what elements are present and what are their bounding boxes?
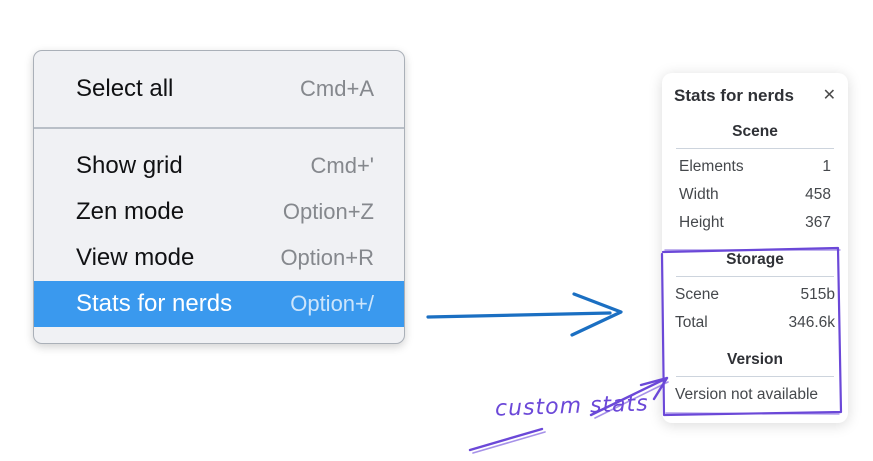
stat-label: Width [679, 186, 719, 203]
version-section-header: Version [727, 351, 783, 368]
stat-label: Height [679, 214, 724, 231]
stat-label: Total [675, 314, 708, 331]
stat-label: Elements [679, 158, 744, 175]
menu-item-select-all[interactable]: Select all Cmd+A [34, 65, 404, 113]
menu-item-shortcut: Cmd+A [300, 76, 374, 101]
stat-value: 346.6k [788, 314, 835, 331]
version-section: Version Version not available [674, 351, 836, 409]
version-note: Version not available [675, 386, 819, 403]
menu-item-shortcut: Option+Z [282, 199, 374, 224]
scene-section-header: Scene [732, 123, 778, 140]
menu-item-show-grid[interactable]: Show grid Cmd+' [34, 143, 404, 189]
stat-row-height: Height 367 [674, 209, 836, 237]
storage-section-header: Storage [726, 251, 784, 268]
menu-item-label: Show grid [76, 152, 183, 179]
stat-row-total-size: Total 346.6k [674, 309, 836, 337]
menu-item-stats-for-nerds[interactable]: Stats for nerds Option+/ [34, 281, 404, 327]
close-icon[interactable]: ✕ [822, 87, 836, 104]
menu-item-label: Stats for nerds [76, 290, 233, 317]
menu-group-top: Select all Cmd+A [34, 51, 404, 127]
menu-item-zen-mode[interactable]: Zen mode Option+Z [34, 189, 404, 235]
menu-item-shortcut: Option+/ [290, 291, 374, 316]
stats-panel-title: Stats for nerds [674, 86, 794, 105]
stat-row-scene-size: Scene 515b [674, 281, 836, 309]
menu-item-view-mode[interactable]: View mode Option+R [34, 235, 404, 281]
stat-value: 1 [822, 158, 831, 175]
stats-panel: Stats for nerds ✕ Scene Elements 1 Width… [662, 73, 848, 423]
stat-value: 367 [805, 214, 831, 231]
menu-group-bottom: Show grid Cmd+' Zen mode Option+Z View m… [34, 129, 404, 343]
section-divider [676, 148, 834, 149]
menu-item-shortcut: Option+R [280, 245, 374, 270]
blue-arrow [426, 292, 623, 337]
section-divider [676, 376, 834, 377]
section-divider [676, 276, 834, 277]
menu-item-label: Zen mode [76, 198, 185, 225]
scene-section: Scene Elements 1 Width 458 Height 367 [674, 123, 836, 237]
stat-value: 515b [800, 286, 835, 303]
stat-label: Scene [675, 286, 719, 303]
annotation-arrow [468, 376, 669, 454]
annotation-label: custom stats [494, 391, 650, 422]
menu-item-label: Select all [76, 75, 174, 102]
storage-section: Storage Scene 515b Total 346.6k [674, 251, 836, 337]
menu-item-shortcut: Cmd+' [310, 153, 375, 178]
stat-row-width: Width 458 [674, 181, 836, 209]
context-menu: Select all Cmd+A Show grid Cmd+' Zen mod… [33, 50, 405, 344]
stat-value: 458 [805, 186, 831, 203]
stat-row-elements: Elements 1 [674, 153, 836, 181]
stats-panel-header: Stats for nerds ✕ [674, 85, 836, 107]
menu-divider [34, 127, 404, 129]
menu-item-label: View mode [76, 244, 195, 271]
